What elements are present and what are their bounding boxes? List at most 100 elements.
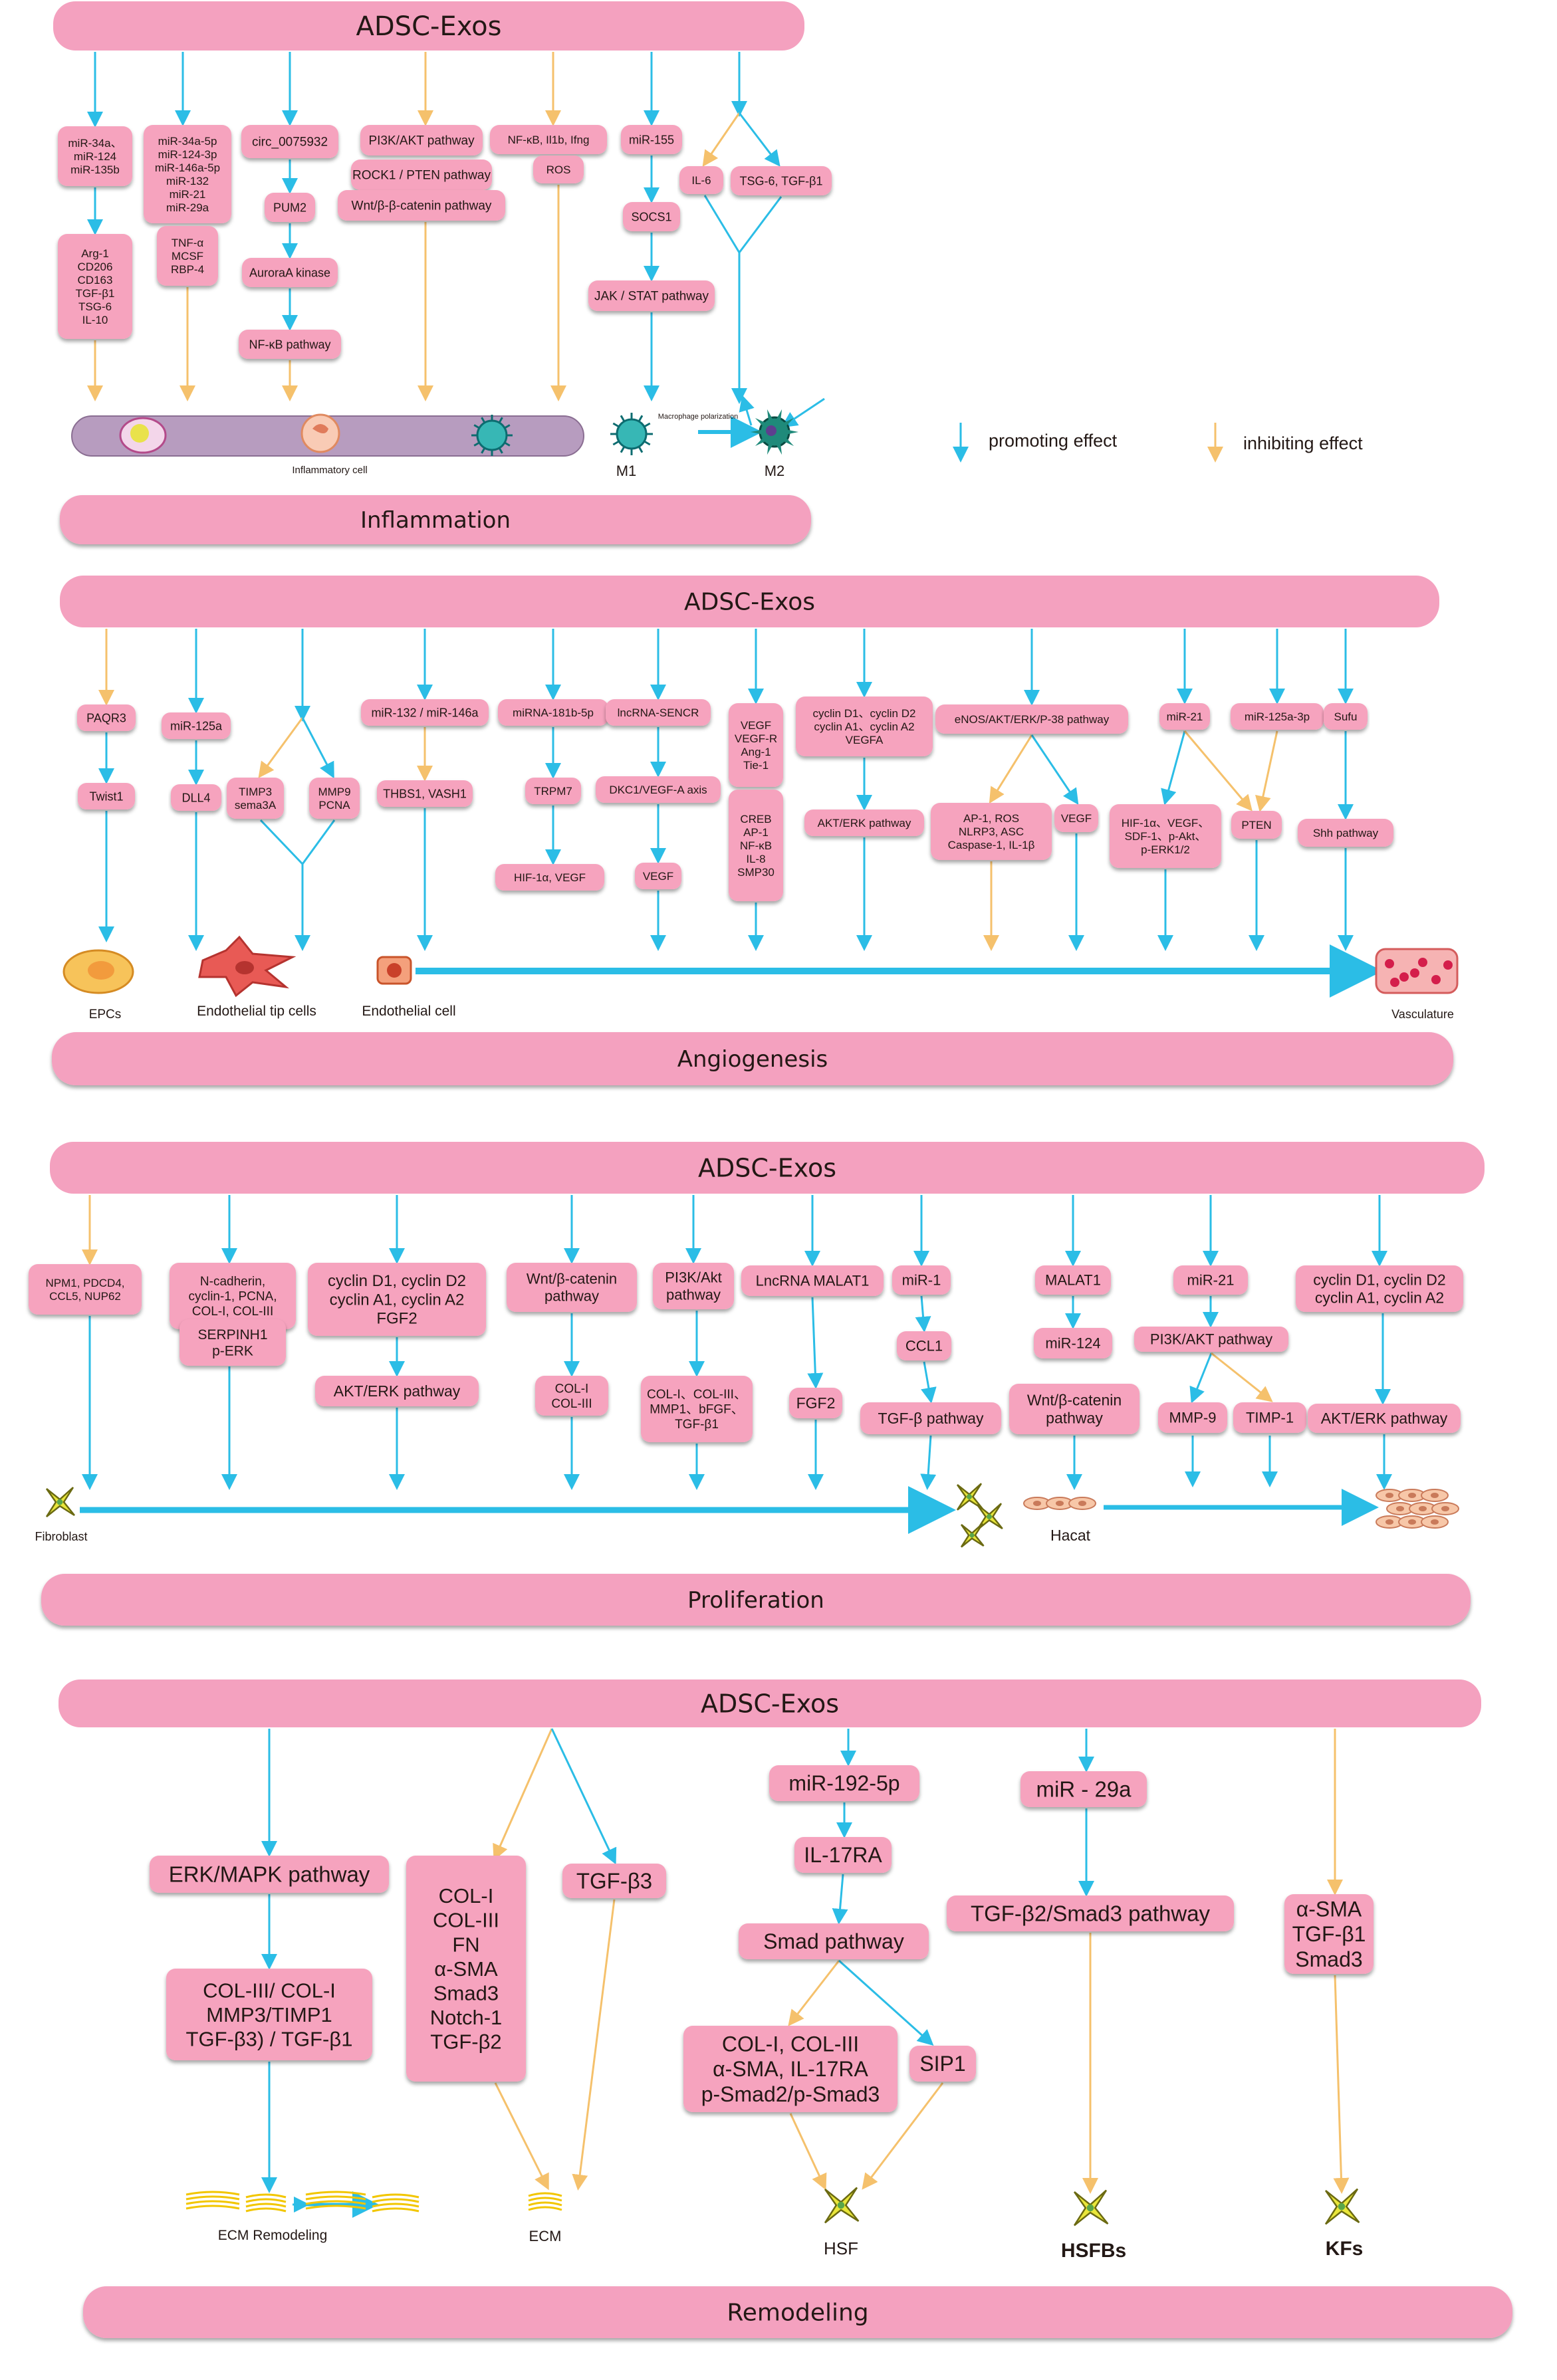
- promoting-arrow: [807, 1297, 824, 1389]
- pathway-box-bg: [166, 1969, 372, 2060]
- pathway-box-bg: [796, 697, 933, 756]
- pathway-box-60: MALAT1: [1035, 1265, 1111, 1295]
- pathway-box-line: TNF-α: [172, 237, 204, 249]
- pathway-box-line: ERK/MAPK pathway: [169, 1862, 370, 1887]
- pathway-box-bg: [309, 778, 360, 819]
- pathway-box-line: circ_0075932: [252, 136, 328, 150]
- pathway-box-18: TSG-6, TGF-β1: [731, 166, 832, 195]
- pathway-box-line: pathway: [666, 1287, 721, 1303]
- ecm-fiber-icon: [372, 2193, 419, 2213]
- pathway-box-9: PI3K/AKT pathway: [360, 125, 483, 156]
- pathway-box-bg: [931, 803, 1052, 860]
- pathway-box-bg: [535, 1376, 608, 1416]
- endothelial-cell-icon: [376, 956, 412, 985]
- pathway-box-line: COL-I、COL-III、: [647, 1388, 747, 1402]
- scar-fibroblast-icon: [824, 2187, 860, 2224]
- pathway-box-bg: [507, 1263, 637, 1312]
- fibroblast-icon: [976, 1503, 1003, 1531]
- pathway-box-line: cyclin D1, cyclin D2: [328, 1272, 466, 1290]
- pathway-box-bg: [1231, 703, 1324, 730]
- pathway-box-bg: [1035, 1265, 1111, 1295]
- pathway-box-line: α-SMA: [1296, 1897, 1362, 1921]
- fibroblast-label: Fibroblast: [35, 1530, 87, 1543]
- pathway-box-line: NPM1, PDCD4,: [45, 1277, 124, 1289]
- pathway-box-line: PTEN: [1241, 819, 1271, 831]
- inhibiting-arrow: [789, 2113, 827, 2191]
- pathway-box-line: TIMP-1: [1246, 1410, 1294, 1426]
- pathway-box-bg: [892, 1265, 951, 1295]
- pathway-box-bg: [242, 258, 338, 287]
- section-2-footer-title: Angiogenesis: [677, 1046, 828, 1073]
- pathway-box-line: Smad pathway: [763, 1929, 904, 1953]
- pathway-box-line: Smad3: [433, 1981, 499, 2004]
- pathway-box-line: α-SMA: [434, 1957, 498, 1981]
- pathway-box-30: lncRNA-SENCR: [606, 699, 711, 726]
- pathway-box-line: VEGF: [643, 870, 673, 883]
- keratinocyte-icon: [1068, 1497, 1096, 1510]
- pathway-box-line: miR-124-3p: [158, 148, 217, 161]
- pathway-box-line: CD163: [78, 274, 113, 286]
- pathway-box-line: COL-I: [439, 1884, 494, 1907]
- section-3-footer-bar: [41, 1574, 1471, 1626]
- pathway-box-29: HIF-1α, VEGF: [495, 864, 604, 891]
- connector-line: [301, 819, 336, 865]
- m2-label: M2: [765, 463, 785, 479]
- pathway-box-bg: [947, 1895, 1234, 1931]
- pathway-box-line: TRPM7: [534, 785, 572, 798]
- pathway-box-line: cyclin A1, cyclin A2: [330, 1291, 465, 1309]
- pathway-box-65: MMP-9: [1158, 1402, 1227, 1433]
- pathway-box-41: HIF-1α、VEGF、SDF-1、p-Akt、p-ERK1/2: [1110, 804, 1221, 868]
- pathway-box-line: TGF-β2/Smad3 pathway: [971, 1901, 1211, 1926]
- pathway-box-line: HIF-1α、VEGF、: [1122, 817, 1210, 829]
- pathway-box-line: SDF-1、p-Akt、: [1125, 830, 1207, 843]
- fibroblast-icon: [960, 1523, 985, 1548]
- pathway-box-line: SERPINH1: [197, 1327, 267, 1343]
- pathway-box-line: TGF-β3) / TGF-β1: [186, 2027, 353, 2050]
- pathway-box-bg: [909, 2046, 976, 2082]
- pathway-box-line: p-ERK1/2: [1141, 843, 1190, 856]
- pathway-box-line: miR-146a-5p: [155, 162, 220, 174]
- pathway-box-bg: [239, 330, 341, 359]
- pathway-box-line: TGF-β1: [675, 1418, 719, 1432]
- pathway-box-bg: [315, 1376, 479, 1406]
- pathway-box-bg: [533, 156, 584, 183]
- fibroblast-icon: [45, 1487, 75, 1517]
- pathway-box-line: cyclin D1, cyclin D2: [1313, 1271, 1445, 1288]
- pathway-box-7: AuroraA kinase: [242, 258, 338, 287]
- pathway-box-22: DLL4: [171, 784, 221, 811]
- endothelial-progenitor-cell-icon: [62, 949, 134, 994]
- promoting-arrow: [1189, 1352, 1213, 1404]
- macrophage-polarization-label: Macrophage polarization: [658, 413, 738, 421]
- pathway-box-17: IL-6: [679, 166, 723, 194]
- pathway-box-line: Wnt/β-β-catenin pathway: [352, 199, 492, 213]
- pathway-box-line: Ang-1: [741, 746, 771, 758]
- pathway-box-bg: [860, 1402, 1001, 1434]
- pathway-box-21: miR-125a: [162, 712, 231, 739]
- pathway-box-75: Smad pathway: [739, 1923, 929, 1959]
- pathway-box-bg: [731, 166, 832, 195]
- pathway-box-line: Sufu: [1334, 710, 1358, 723]
- pathway-box-line: MCSF: [172, 250, 203, 263]
- pathway-box-line: COL-I, COL-III: [722, 2032, 859, 2056]
- vasculature-label: Vasculature: [1391, 1008, 1454, 1021]
- pathway-box-line: miR-34a、: [68, 137, 122, 150]
- pathway-box-bg: [241, 125, 338, 158]
- pathway-box-42: miR-125a-3p: [1231, 703, 1324, 730]
- pathway-box-line: NF-κB pathway: [249, 338, 330, 351]
- pathway-box-line: MMP-9: [1169, 1410, 1217, 1426]
- pathway-box-bg: [171, 784, 221, 811]
- pathway-box-19: PAQR3: [77, 704, 136, 731]
- pathway-box-line: NF-κB, Il1b, Ifng: [508, 134, 590, 146]
- pathway-box-6: PUM2: [265, 193, 315, 222]
- pathway-box-74: IL-17RA: [794, 1837, 892, 1873]
- pathway-box-39: VEGF: [1054, 804, 1098, 832]
- pathway-box-line: AP-1, ROS: [963, 812, 1019, 825]
- keratinocyte-icon: [1386, 1502, 1414, 1515]
- pathway-box-50: AKT/ERK pathway: [315, 1376, 479, 1406]
- pathway-box-bg: [162, 712, 231, 739]
- pathway-box-line: Caspase-1, IL-1β: [948, 839, 1035, 851]
- pathway-box-line: SIP1: [919, 2052, 965, 2076]
